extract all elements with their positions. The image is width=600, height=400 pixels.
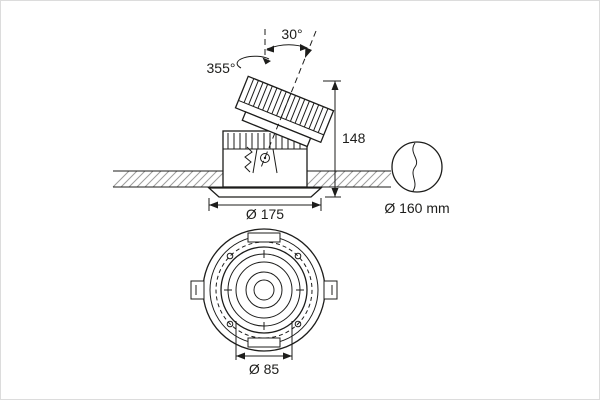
height-arrow-bottom [331,188,339,197]
trim-arrow-right [312,201,321,209]
tilt-angle-dimension: 30° [266,26,308,53]
screw-bottom-right [294,320,302,328]
ceiling-hatch-left [112,170,226,188]
front-lens-circle [245,271,283,309]
trim-flange [207,187,323,198]
front-lens-center [253,279,275,301]
tilt-arc-arrow-left [266,45,274,53]
front-tick-marks [224,250,304,330]
ceiling-hatch-right [304,170,392,188]
front-trim-inner-circle [220,246,308,334]
rotation-angle-label: 355° [207,60,236,76]
pivot-center-dot [263,156,267,160]
height-label: 148 [342,130,366,146]
mounting-tab-right [323,280,338,300]
rotation-arrow-icon [236,55,270,69]
screw-top-right [294,252,302,260]
height-arrow-top [331,81,339,90]
tilt-arc-arrow-right [300,44,308,51]
height-extension-lines [323,80,341,198]
tilt-angle-label: 30° [281,26,302,42]
inner-diameter-label: Ø 85 [249,361,280,377]
spring-clip-top [247,232,281,243]
front-view: Ø 85 [190,228,338,377]
side-view: 30° 355° 148 Ø 175 [207,26,366,222]
spring-clip-bottom [247,337,281,348]
inner-arrow-right [283,352,292,360]
screw-bottom-left [226,320,234,328]
rotation-indicator: 355° [207,55,271,76]
cutout-diameter-label: Ø 160 mm [384,200,449,216]
cutout-circle [391,141,443,193]
inner-diameter-dimension: Ø 85 [235,321,293,377]
trim-arrow-left [209,201,218,209]
trim-diameter-dimension: Ø 175 [208,198,322,222]
trim-diameter-label: Ø 175 [246,206,284,222]
yoke-bracket [252,148,278,174]
spring-wire [244,146,253,173]
front-ring-4 [227,253,301,327]
inner-extension-lines [235,321,293,360]
tilt-axis-arrowhead [305,47,312,58]
rotation-arrowhead [262,57,271,65]
mounting-tab-left [190,280,205,300]
screw-top-left [226,252,234,260]
cutout-break-line [412,142,418,192]
height-dimension: 148 [323,80,366,198]
inner-arrow-left [236,352,245,360]
front-ring-5 [235,261,293,319]
cutout-detail: Ø 160 mm [384,141,450,216]
